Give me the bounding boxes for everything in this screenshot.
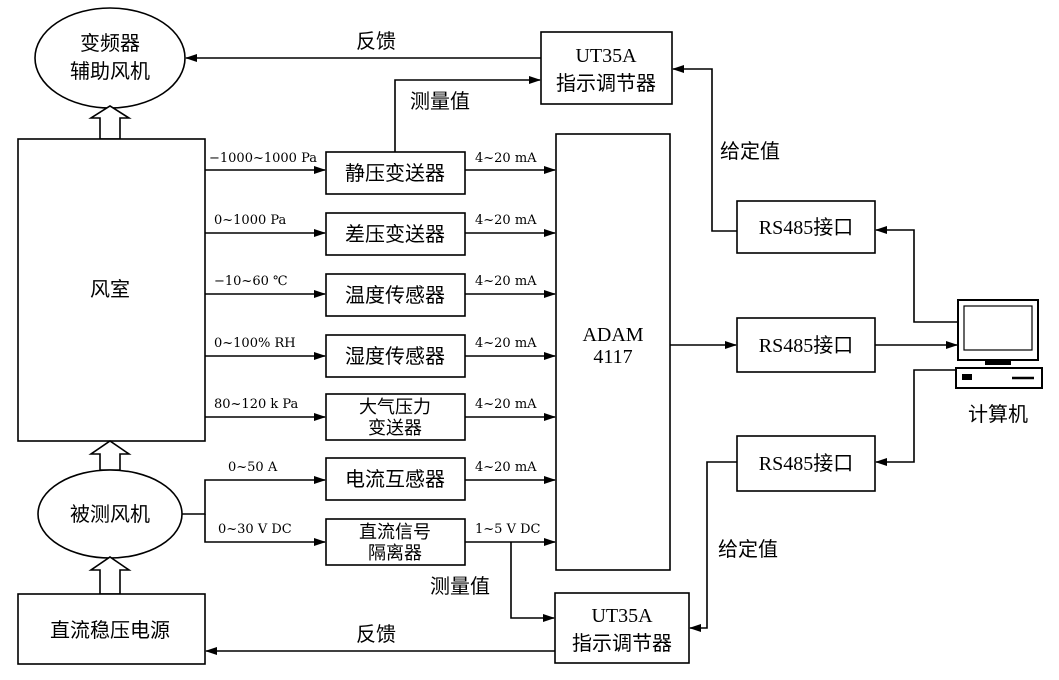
range-static-label: −1000~1000 Pa	[209, 151, 317, 166]
arrow-measure-top	[394, 76, 541, 152]
ut35a-bottom-node: UT35A 指示调节器	[554, 592, 690, 664]
rs485-top-label: RS485接口	[759, 216, 853, 239]
range-diff-label: 0~1000 Pa	[214, 213, 287, 228]
rs485-mid-label: RS485接口	[759, 334, 853, 357]
vfd-aux-fan-line1: 变频器	[80, 31, 140, 55]
atm-pressure-tx-line2: 变送器	[368, 418, 422, 439]
desktop-case-icon	[955, 367, 1043, 389]
rs485-bottom-node: RS485接口	[736, 435, 876, 492]
dc-signal-isolator-line1: 直流信号	[359, 522, 431, 543]
arrow-setpoint-top	[672, 65, 737, 232]
sig-voltage-label: 1~5 V DC	[475, 522, 541, 537]
diff-pressure-tx-label: 差压变送器	[345, 222, 445, 246]
arrow-computer-rs485-bottom	[875, 369, 956, 466]
dc-power-node: 直流稳压电源	[17, 593, 206, 665]
temperature-sensor-label: 温度传感器	[345, 283, 445, 307]
range-temp-label: −10~60 ℃	[214, 274, 288, 289]
current-transformer-label: 电流互感器	[345, 467, 445, 491]
adam-line2: 4117	[593, 346, 632, 368]
hollow-arrow-power-to-testfan	[88, 556, 132, 595]
hollow-arrow-chamber-to-fan	[88, 105, 132, 140]
wind-chamber-node: 风室	[17, 138, 206, 442]
wind-chamber-label: 风室	[90, 277, 130, 301]
feedback-bottom-label: 反馈	[356, 622, 396, 646]
range-atm-label: 80~120 k Pa	[214, 397, 299, 412]
hollow-arrow-testfan-to-chamber	[88, 440, 132, 471]
adam-4117-node: ADAM 4117	[555, 133, 671, 571]
static-pressure-tx-node: 静压变送器	[325, 151, 466, 195]
measure-bottom-label: 测量值	[430, 574, 490, 598]
diff-pressure-tx-node: 差压变送器	[325, 212, 466, 256]
monitor-icon	[957, 299, 1039, 365]
arrow-computer-rs485-top	[875, 226, 958, 323]
range-voltage-label: 0~30 V DC	[218, 522, 292, 537]
test-fan-label: 被测风机	[70, 502, 150, 526]
ut35a-bottom-line1: UT35A	[591, 605, 653, 627]
temperature-sensor-node: 温度传感器	[325, 273, 466, 317]
sig-temp-label: 4~20 mA	[475, 274, 537, 289]
rs485-bottom-label: RS485接口	[759, 452, 853, 475]
rs485-top-node: RS485接口	[736, 200, 876, 254]
sig-static-label: 4~20 mA	[475, 151, 537, 166]
atm-pressure-tx-node: 大气压力 变送器	[325, 393, 466, 441]
humidity-sensor-node: 湿度传感器	[325, 334, 466, 378]
humidity-sensor-label: 湿度传感器	[345, 344, 445, 368]
vfd-aux-fan-node: 变频器 辅助风机	[34, 7, 186, 109]
setpoint-bottom-label: 给定值	[718, 537, 778, 561]
sig-current-label: 4~20 mA	[475, 460, 537, 475]
ut35a-top-node: UT35A 指示调节器	[540, 31, 673, 105]
setpoint-top-label: 给定值	[720, 139, 780, 163]
measure-top-label: 测量值	[410, 89, 470, 113]
current-transformer-node: 电流互感器	[325, 457, 466, 501]
feedback-top-label: 反馈	[356, 29, 396, 53]
computer-node: 计算机	[955, 299, 1043, 426]
sig-diff-label: 4~20 mA	[475, 213, 537, 228]
ut35a-top-line2: 指示调节器	[556, 71, 656, 95]
dc-power-label: 直流稳压电源	[50, 618, 170, 642]
arrow-testfan-current	[182, 476, 326, 515]
arrow-testfan-voltage	[204, 514, 326, 546]
range-hum-label: 0~100% RH	[214, 336, 296, 351]
arrow-measure-bottom	[510, 542, 555, 622]
ut35a-top-line1: UT35A	[575, 45, 637, 67]
dc-signal-isolator-line2: 隔离器	[368, 543, 422, 564]
adam-line1: ADAM	[582, 324, 643, 346]
rs485-mid-node: RS485接口	[736, 317, 876, 373]
ut35a-bottom-line2: 指示调节器	[572, 631, 672, 655]
range-current-label: 0~50 A	[228, 460, 278, 475]
sig-atm-label: 4~20 mA	[475, 397, 537, 412]
vfd-aux-fan-line2: 辅助风机	[70, 59, 150, 83]
arrow-setpoint-bottom	[689, 461, 737, 632]
static-pressure-tx-label: 静压变送器	[345, 161, 445, 185]
computer-label: 计算机	[968, 402, 1028, 426]
atm-pressure-tx-line1: 大气压力	[359, 397, 431, 418]
test-fan-node: 被测风机	[37, 469, 183, 559]
dc-signal-isolator-node: 直流信号 隔离器	[325, 518, 466, 566]
sig-hum-label: 4~20 mA	[475, 336, 537, 351]
